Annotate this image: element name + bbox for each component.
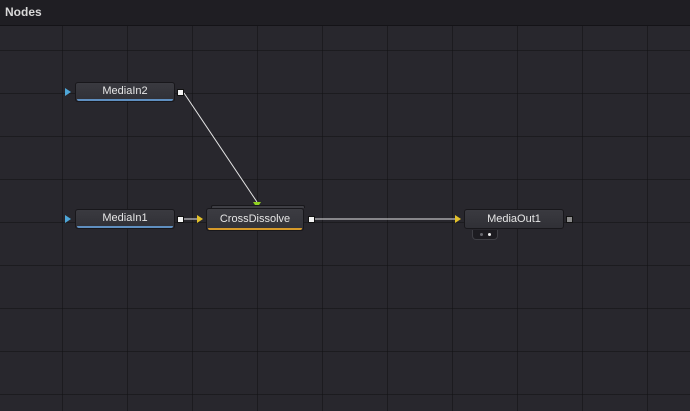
node-mediaout1[interactable]: MediaOut1 — [464, 209, 564, 229]
node-mediain2-label: MediaIn2 — [102, 85, 148, 97]
mediain1-input-triangle-icon[interactable] — [65, 215, 71, 223]
panel-header: Nodes — [0, 0, 690, 26]
crossdissolve-stack-edge — [211, 205, 305, 208]
mediain2-output-port[interactable] — [177, 89, 184, 96]
node-crossdissolve-label: CrossDissolve — [219, 213, 291, 225]
node-mediain1-label: MediaIn1 — [102, 212, 148, 224]
mediain2-input-triangle-icon[interactable] — [65, 88, 71, 96]
viewer-right-dot-icon[interactable] — [488, 233, 491, 236]
viewer-left-dot-icon[interactable] — [480, 233, 483, 236]
node-mediain1[interactable]: MediaIn1 — [75, 209, 175, 229]
mediaout1-viewer-toggle[interactable] — [472, 230, 498, 240]
crossdissolve-output-port[interactable] — [308, 216, 315, 223]
crossdissolve-background-input-icon[interactable] — [197, 215, 203, 223]
node-crossdissolve[interactable]: CrossDissolve — [206, 208, 304, 231]
mediain1-output-port[interactable] — [177, 216, 184, 223]
node-mediain2[interactable]: MediaIn2 — [75, 82, 175, 102]
node-mediain2-accent-bar — [77, 99, 173, 101]
node-mediain1-accent-bar — [77, 226, 173, 228]
panel-title: Nodes — [5, 5, 42, 19]
node-mediaout1-label: MediaOut1 — [487, 213, 541, 225]
node-crossdissolve-accent-bar — [208, 228, 302, 230]
mediaout1-input-triangle-icon[interactable] — [455, 215, 461, 223]
mediaout1-output-port[interactable] — [566, 216, 573, 223]
